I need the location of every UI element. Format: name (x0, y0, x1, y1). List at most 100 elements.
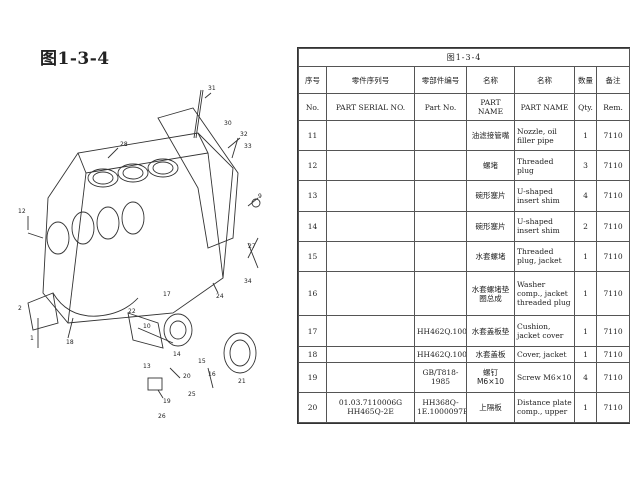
callout-label: 28 (120, 141, 128, 148)
cell-no: 14 (298, 210, 327, 242)
cell-rem: 7110 (595, 210, 631, 242)
cell-no: 19 (298, 361, 327, 393)
cell-part-no: HH462Q.100202SD (414, 315, 467, 347)
cell-name-zh: 水套螺堵 (466, 240, 515, 272)
header-row-en: No. PART SERIAL NO. Part No. PART NAME P… (298, 93, 631, 121)
cell-serial (326, 210, 415, 242)
col-header-partno-zh: 零部件编号 (414, 66, 467, 94)
cell-name-zh: 螺钉 M6×10 (466, 361, 515, 393)
cell-serial (326, 180, 415, 212)
callout-label: 27 (248, 243, 256, 250)
col-header-qty: Qty. (574, 93, 597, 121)
callout-label: 13 (143, 363, 151, 370)
cell-name-en: Nozzle, oil filler pipe (514, 119, 575, 152)
cell-name-zh: 碗形塞片 (466, 210, 515, 242)
table-row: 19 GB/T818-1985 螺钉 M6×10 Screw M6×10 4 7… (298, 361, 631, 393)
cell-qty: 4 (574, 361, 597, 393)
cell-rem: 7110 (595, 119, 631, 152)
callout-label: 19 (163, 398, 171, 405)
callout-label: 18 (66, 339, 74, 346)
cell-name-zh: 碗形塞片 (466, 180, 515, 212)
col-header-name-en-zh: 名称 (514, 66, 575, 94)
cell-qty: 1 (574, 391, 597, 424)
cell-no: 11 (298, 119, 327, 152)
cell-name-en: U-shaped insert shim (514, 210, 575, 242)
col-header-partno: Part No. (414, 93, 467, 121)
cell-name-zh: 水套盖板垫 (466, 315, 515, 347)
cell-name-zh: 水套螺堵垫圈总成 (466, 270, 515, 317)
table-row: 12 螺堵 Threaded plug 3 7110 (298, 150, 631, 182)
col-header-qty-zh: 数量 (574, 66, 597, 94)
cell-serial (326, 270, 415, 317)
cell-no: 15 (298, 240, 327, 272)
parts-table: 图1-3-4 序号 零件序列号 零部件编号 名称 名称 数量 备注 No. PA… (297, 47, 631, 424)
cell-qty: 3 (574, 150, 597, 182)
cell-rem: 7110 (595, 240, 631, 272)
table-row: 11 油滤接管嘴 Nozzle, oil filler pipe 1 7110 (298, 119, 631, 152)
table-row: 14 碗形塞片 U-shaped insert shim 2 7110 (298, 210, 631, 242)
cell-no: 16 (298, 270, 327, 317)
cell-serial (326, 315, 415, 347)
cell-serial (326, 150, 415, 182)
table-row: 17 HH462Q.100202SD 水套盖板垫 Cushion, jacket… (298, 315, 631, 347)
cell-part-no (414, 180, 467, 212)
cell-rem: 7110 (595, 150, 631, 182)
cell-name-en: U-shaped insert shim (514, 180, 575, 212)
callout-label: 24 (216, 293, 224, 300)
cell-name-en: Distance plate comp., upper (514, 391, 575, 424)
table-row: 15 水套螺堵 Threaded plug, jacket 1 7110 (298, 240, 631, 272)
cell-part-no (414, 240, 467, 272)
col-header-no: No. (298, 93, 327, 121)
cell-qty: 4 (574, 180, 597, 212)
callout-label: 32 (240, 131, 248, 138)
header-row-zh: 序号 零件序列号 零部件编号 名称 名称 数量 备注 (298, 66, 631, 94)
cell-serial (326, 361, 415, 393)
cell-part-no (414, 210, 467, 242)
table-row: 20 01.03.7110006G HH465Q-2E HH368Q-1E.10… (298, 391, 631, 424)
cell-serial (326, 119, 415, 152)
cell-name-zh: 螺堵 (466, 150, 515, 182)
callout-label: 33 (244, 143, 252, 150)
callout-label: 34 (244, 278, 252, 285)
col-header-name-zh: 名称 (466, 66, 515, 94)
callout-label: 22 (128, 308, 136, 315)
cell-name-zh: 油滤接管嘴 (466, 119, 515, 152)
col-header-serial: PART SERIAL NO. (326, 93, 415, 121)
callout-label: 30 (224, 120, 232, 127)
cell-name-en: Cover, jacket (514, 345, 575, 363)
cell-qty: 1 (574, 315, 597, 347)
engine-block-exploded-drawing: 31 32 30 33 9 28 12 34 24 2 1 18 17 22 1… (18, 85, 262, 420)
callout-label: 14 (173, 351, 181, 358)
cell-serial (326, 345, 415, 363)
cell-name-zh: 水套盖板 (466, 345, 515, 363)
table-caption: 图1-3-4 (297, 48, 631, 67)
cell-name-en: Threaded plug (514, 150, 575, 182)
cell-rem: 7110 (595, 315, 631, 347)
col-header-no-zh: 序号 (298, 66, 327, 94)
callout-label: 2 (18, 305, 22, 312)
callout-label: 26 (158, 413, 166, 420)
cell-no: 17 (298, 315, 327, 347)
cell-part-no: GB/T818-1985 (414, 361, 467, 393)
col-header-rem-zh: 备注 (595, 66, 631, 94)
callout-label: 16 (208, 371, 216, 378)
col-header-name-en: PART NAME (514, 93, 575, 121)
cell-part-no: HH462Q.1002027D (414, 345, 467, 363)
callout-label: 1 (30, 335, 34, 342)
cell-serial (326, 240, 415, 272)
cell-name-en: Threaded plug, jacket (514, 240, 575, 272)
cell-qty: 1 (574, 345, 597, 363)
table-row: 13 碗形塞片 U-shaped insert shim 4 7110 (298, 180, 631, 212)
cell-rem: 7110 (595, 361, 631, 393)
callout-label: 12 (18, 208, 26, 215)
cell-part-no (414, 270, 467, 317)
cell-name-en: Screw M6×10 (514, 361, 575, 393)
cell-qty: 1 (574, 240, 597, 272)
cell-no: 12 (298, 150, 327, 182)
callout-label: 20 (183, 373, 191, 380)
cell-qty: 1 (574, 119, 597, 152)
cell-no: 13 (298, 180, 327, 212)
cell-part-no (414, 119, 467, 152)
table-row: 18 HH462Q.1002027D 水套盖板 Cover, jacket 1 … (298, 345, 631, 363)
cell-rem: 7110 (595, 180, 631, 212)
